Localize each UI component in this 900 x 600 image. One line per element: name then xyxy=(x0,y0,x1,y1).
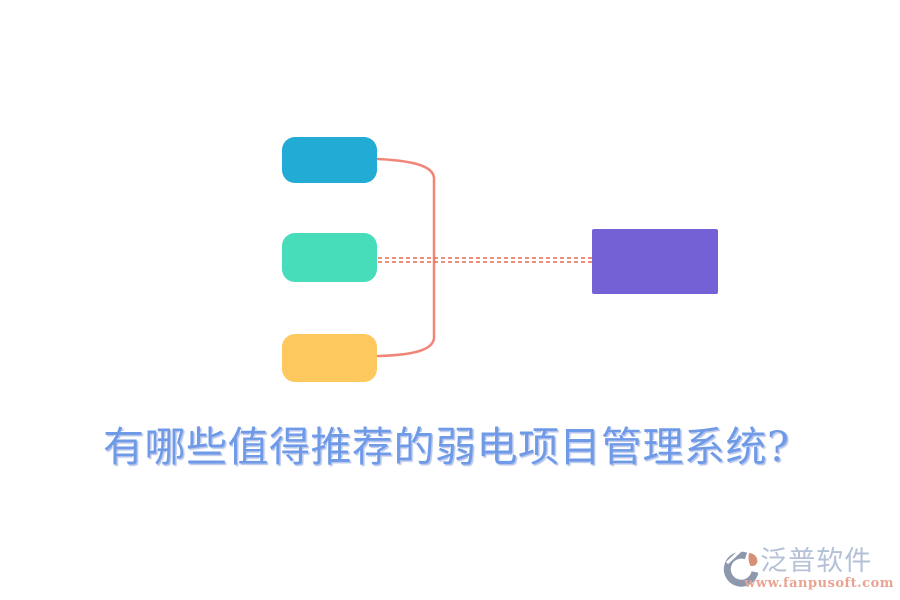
mindmap-node-target xyxy=(592,229,718,294)
logo-red-comma xyxy=(748,553,758,567)
logo-gray-arc xyxy=(724,551,759,587)
mindmap-node-top xyxy=(282,137,377,183)
fanpu-logo-icon xyxy=(724,550,759,587)
watermark-brand: 泛普软件 xyxy=(760,546,873,577)
watermark-url: www.fanpusoft.com xyxy=(744,576,894,591)
page-title: 有哪些值得推荐的弱电项目管理系统? xyxy=(103,423,790,471)
mindmap-node-bottom xyxy=(282,334,377,382)
watermark-text: 泛普软件 www.fanpusoft.com xyxy=(744,546,894,591)
mindmap-node-middle xyxy=(282,233,377,282)
bracket-connector xyxy=(376,157,436,358)
watermark: 泛普软件 www.fanpusoft.com xyxy=(722,547,894,591)
logo-slash xyxy=(726,550,743,565)
